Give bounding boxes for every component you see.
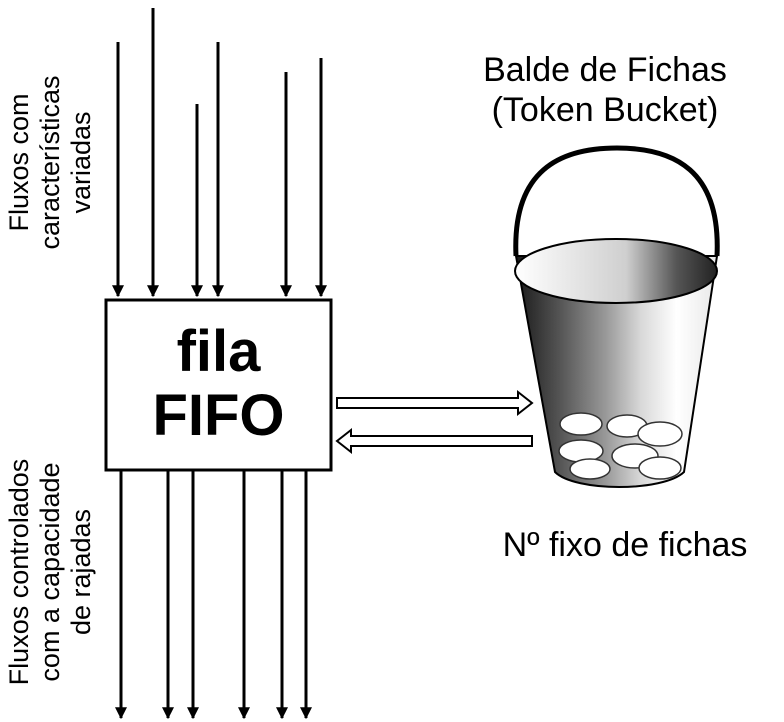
output-flows-label-line3: de rajadas xyxy=(66,508,96,636)
bucket-title-line2: (Token Bucket) xyxy=(491,91,719,129)
input-flows-label-line2: características xyxy=(35,75,65,250)
queue-label-line2: FIFO xyxy=(152,383,285,448)
tokens-label: Nº fixo de fichas xyxy=(502,526,748,564)
input-flows-label-line1: Fluxos com xyxy=(4,93,34,232)
queue-to-bucket-arrow xyxy=(336,389,534,417)
bucket-rim xyxy=(514,238,718,304)
input-flows-label-line3: variadas xyxy=(66,111,96,214)
fifo-queue-box xyxy=(104,298,333,472)
exchange-arrows xyxy=(335,389,534,455)
output-flows-label-line1: Fluxos controlados xyxy=(4,458,34,686)
bucket-title: Balde de Fichas (Token Bucket) xyxy=(430,50,780,130)
queue-label-line1: fila xyxy=(176,319,261,384)
token xyxy=(638,456,682,480)
input-flows-label: Fluxos com características variadas xyxy=(4,55,97,270)
bucket-handle xyxy=(513,145,720,257)
output-flows-label: Fluxos controlados com a capacidade de r… xyxy=(4,426,97,718)
token xyxy=(569,458,611,480)
output-flows-label-line2: com a capacidade xyxy=(35,462,65,682)
token xyxy=(559,412,603,436)
token xyxy=(637,421,683,447)
tokens xyxy=(558,412,683,480)
token xyxy=(558,439,604,463)
input-arrows xyxy=(112,8,327,298)
bucket-to-queue-arrow xyxy=(335,427,533,455)
output-arrows xyxy=(115,470,312,720)
bucket-title-line1: Balde de Fichas xyxy=(483,51,727,89)
queue-label: fila FIFO xyxy=(106,320,331,448)
bucket-icon xyxy=(513,145,720,488)
